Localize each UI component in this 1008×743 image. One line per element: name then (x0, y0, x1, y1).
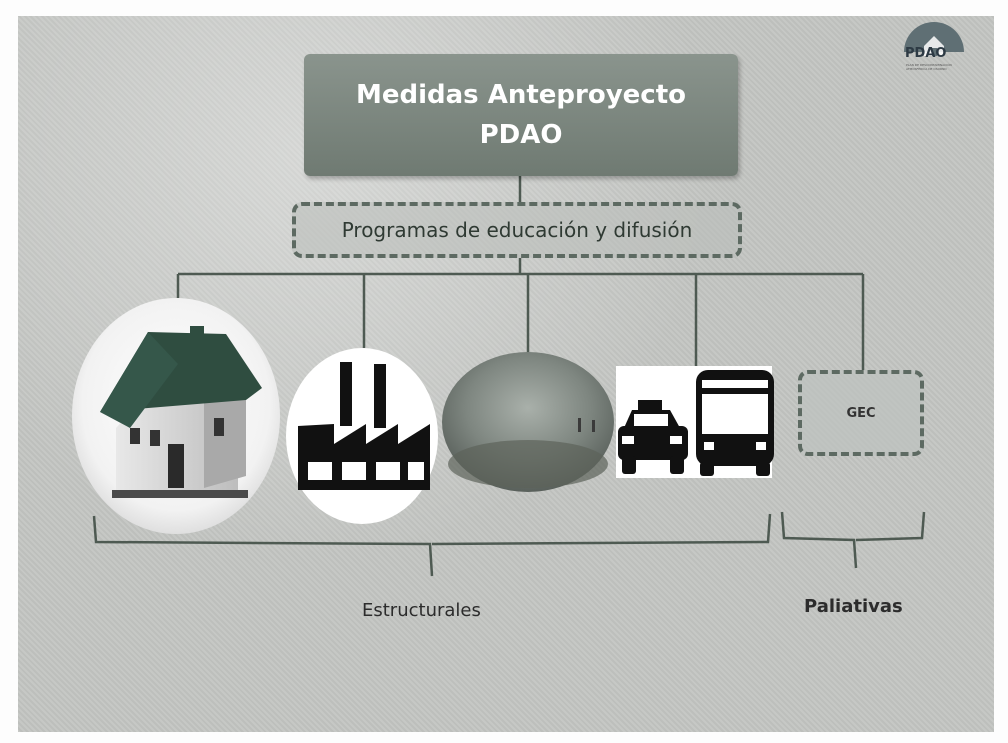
pdao-logo (904, 22, 964, 56)
program-box-label: Programas de educación y difusión (341, 218, 693, 242)
structural-label: Estructurales (362, 600, 481, 621)
title-line-2: PDAO (479, 120, 563, 150)
title-box: Medidas Anteproyecto PDAO (304, 54, 738, 176)
palliative-bracket (780, 511, 926, 569)
gec-box: GEC (798, 370, 924, 456)
logo-text: PDAO (905, 46, 947, 61)
burning-field-photo (442, 352, 614, 492)
factory-icon (286, 348, 438, 524)
palliative-label: Paliativas (804, 596, 903, 617)
slide-background: Medidas Anteproyecto PDAO Programas de e… (18, 16, 994, 732)
structural-bracket (92, 513, 772, 577)
taxi-bus-icon (616, 366, 774, 478)
program-box: Programas de educación y difusión (292, 202, 742, 258)
logo-subtext: PLAN DE DESCONTAMINACIÓN ATMOSFÉRICA DE … (906, 63, 952, 71)
gec-label: GEC (846, 405, 876, 421)
connector-lines (92, 176, 926, 577)
house-icon (72, 298, 280, 534)
title-line-1: Medidas Anteproyecto (356, 80, 686, 110)
